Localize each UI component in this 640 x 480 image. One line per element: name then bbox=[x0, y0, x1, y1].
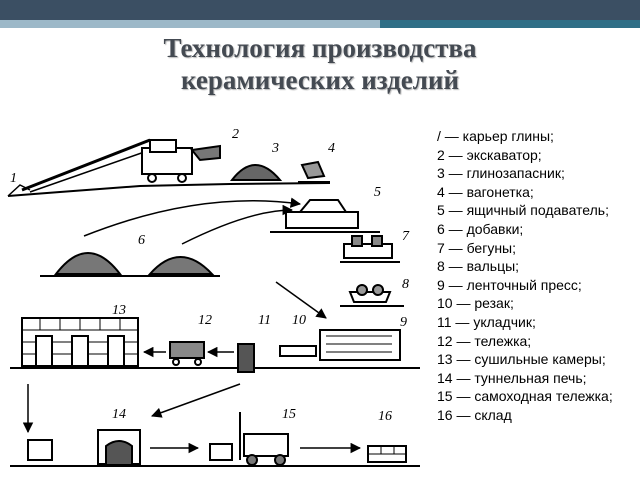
legend-item: 7 — бегуны; bbox=[437, 239, 517, 256]
excavator-wheel-2 bbox=[177, 173, 187, 183]
label-11: 11 bbox=[258, 313, 271, 328]
title-line-1: Технология производства bbox=[163, 33, 477, 63]
clay-store-pile bbox=[229, 164, 283, 181]
label-6: 6 bbox=[138, 233, 145, 248]
label-16: 16 bbox=[378, 409, 392, 424]
slide-accent-bar-dark bbox=[380, 20, 640, 28]
additive-pile-1 bbox=[53, 252, 123, 275]
legend-item: 15 — самоходная тележка; bbox=[437, 388, 613, 405]
legend-item: 3 — глинозапасник; bbox=[437, 165, 565, 182]
runners-mill bbox=[343, 243, 393, 259]
label-5: 5 bbox=[374, 185, 381, 200]
drying-door-3 bbox=[107, 335, 125, 367]
excavator-boom bbox=[21, 138, 151, 192]
forklift-body bbox=[243, 433, 289, 457]
arrow-store-to-feeder bbox=[83, 197, 302, 237]
legend-item: 8 — вальцы; bbox=[437, 258, 520, 275]
label-7: 7 bbox=[402, 229, 410, 244]
arrow-rollers-to-press bbox=[275, 281, 327, 319]
slide-top-bar bbox=[0, 0, 640, 20]
label-14: 14 bbox=[112, 407, 126, 422]
excavator-cab bbox=[149, 139, 177, 153]
label-10: 10 bbox=[292, 313, 306, 328]
legend-list: / — карьер глины; 2 — экскаватор; 3 — гл… bbox=[437, 127, 637, 406]
legend-item-last: 16 — склад bbox=[437, 407, 512, 423]
belt-press-hatching bbox=[326, 335, 392, 353]
label-3: 3 bbox=[271, 141, 279, 156]
brick-stack-mid bbox=[209, 443, 233, 461]
title-line-2: керамических изделий bbox=[180, 65, 460, 95]
cutter bbox=[279, 345, 317, 357]
cart-wheel-1 bbox=[172, 358, 180, 366]
slide-title: Технология производства керамических изд… bbox=[60, 32, 580, 96]
arrow-additives-to-feeder bbox=[181, 204, 294, 245]
label-15: 15 bbox=[282, 407, 296, 422]
rollers bbox=[348, 291, 392, 303]
excavator-bucket bbox=[190, 144, 221, 162]
cart-wheel-2 bbox=[194, 358, 202, 366]
label-9: 9 bbox=[400, 315, 407, 330]
label-8: 8 bbox=[402, 277, 409, 292]
excavator-boom-lower bbox=[29, 149, 151, 193]
warehouse-brick-lines bbox=[368, 446, 406, 455]
legend-item: 6 — добавки; bbox=[437, 220, 524, 237]
excavator-wheel-1 bbox=[147, 173, 157, 183]
runners-wheel-2 bbox=[371, 235, 383, 247]
additive-pile-2 bbox=[147, 256, 215, 275]
stacker bbox=[237, 343, 255, 373]
tunnel-kiln-arch bbox=[105, 440, 133, 464]
label-1: 1 bbox=[10, 171, 17, 186]
legend-item: 11 — укладчик; bbox=[437, 313, 536, 330]
label-2: 2 bbox=[232, 127, 239, 142]
ground-row-1 bbox=[7, 182, 331, 197]
legend-item: 4 — вагонетка; bbox=[437, 183, 534, 200]
legend-item: / — карьер глины; bbox=[437, 128, 554, 144]
label-13: 13 bbox=[112, 303, 126, 318]
arrow-press-to-kiln bbox=[151, 383, 241, 418]
runners-wheel-1 bbox=[351, 235, 363, 247]
wagon bbox=[300, 160, 326, 180]
label-4: 4 bbox=[328, 141, 335, 156]
legend-item: 9 — ленточный пресс; bbox=[437, 276, 582, 293]
brick-stack-left bbox=[27, 439, 53, 461]
drying-door-2 bbox=[71, 335, 89, 367]
legend-item: 5 — ящичный подаватель; bbox=[437, 202, 609, 219]
legend-item: 12 — тележка; bbox=[437, 332, 532, 349]
forklift-wheel-2 bbox=[274, 454, 286, 466]
label-12: 12 bbox=[198, 313, 212, 328]
legend-item: 10 — резак; bbox=[437, 295, 514, 312]
cart bbox=[169, 341, 205, 359]
legend-item: 2 — экскаватор; bbox=[437, 146, 542, 163]
legend-item: 13 — сушильные камеры; bbox=[437, 351, 606, 368]
roller-2 bbox=[372, 284, 384, 296]
forklift-wheel-1 bbox=[246, 454, 258, 466]
legend-item: 14 — туннельная печь; bbox=[437, 369, 587, 386]
box-feeder bbox=[285, 211, 359, 229]
drying-door-1 bbox=[35, 335, 53, 367]
belt-press bbox=[319, 329, 401, 361]
box-feeder-hopper bbox=[299, 199, 347, 213]
slide-accent-bar bbox=[0, 20, 640, 28]
roller-1 bbox=[356, 284, 368, 296]
